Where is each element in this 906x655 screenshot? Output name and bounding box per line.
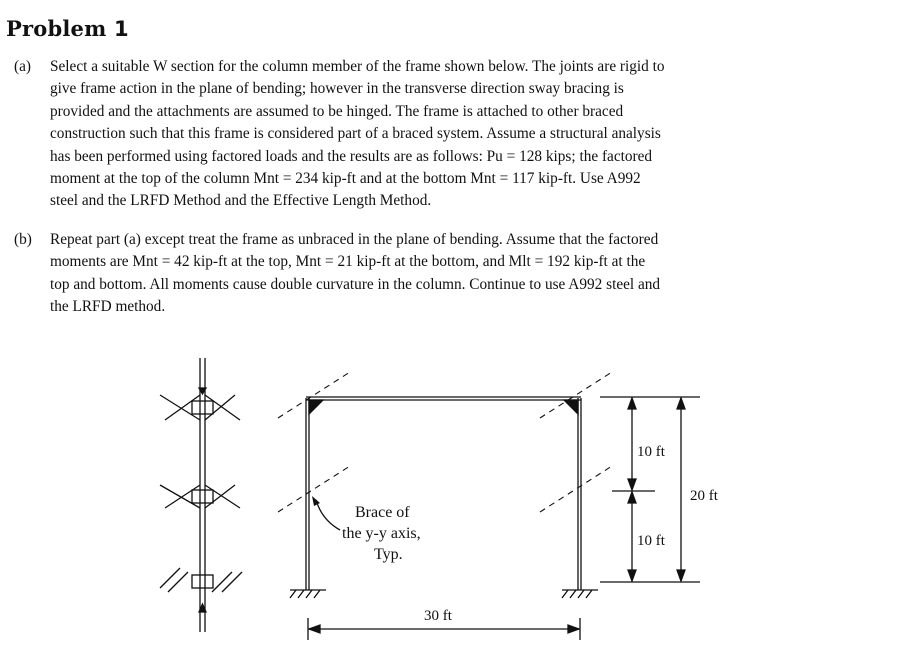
part-a-label: (a) xyxy=(14,58,31,75)
right-support xyxy=(561,589,598,599)
part-a-line-5: has been performed using factored loads … xyxy=(50,147,653,165)
part-b: (b) Repeat part (a) except treat the fra… xyxy=(14,229,890,319)
part-a-body: Select a suitable W section for the colu… xyxy=(14,56,890,213)
part-a-line-3: provided and the attachments are assumed… xyxy=(50,102,624,120)
part-a: (a) Select a suitable W section for the … xyxy=(14,56,890,213)
brace-label-line-2: the y-y axis, xyxy=(342,525,421,542)
frame-brace-lines xyxy=(277,371,613,513)
span-dimension xyxy=(307,618,581,640)
problem-number: 1 xyxy=(114,17,129,41)
side-brace-bottom xyxy=(159,567,243,593)
part-b-line-3: top and bottom. All moments cause double… xyxy=(50,275,661,293)
portal-frame xyxy=(305,396,582,590)
upper-height-label: 10 ft xyxy=(637,444,666,460)
left-support xyxy=(289,589,326,599)
part-a-line-7: steel and the LRFD Method and the Effect… xyxy=(50,192,432,210)
problem-title-word: Problem xyxy=(6,16,107,41)
part-a-line-6: moment at the top of the column Mnt = 23… xyxy=(50,170,641,188)
span-label: 30 ft xyxy=(424,608,453,624)
part-b-line-2: moments are Mnt = 42 kip-ft at the top, … xyxy=(50,253,646,271)
side-brace-top xyxy=(159,394,241,421)
part-b-label: (b) xyxy=(14,231,32,248)
part-a-line-4: construction such that this frame is con… xyxy=(50,125,661,143)
total-height-label: 20 ft xyxy=(690,488,719,504)
lower-height-label: 10 ft xyxy=(637,533,666,549)
brace-label-line-3: Typ. xyxy=(374,546,403,563)
side-brace-middle xyxy=(159,484,241,509)
part-b-line-4: the LRFD method. xyxy=(50,298,166,316)
part-a-line-2: give frame action in the plane of bendin… xyxy=(50,80,624,98)
part-b-body: Repeat part (a) except treat the frame a… xyxy=(14,229,890,319)
brace-leader xyxy=(315,499,341,531)
problem-title: Problem 1 xyxy=(6,16,129,41)
brace-label-line-1: Brace of xyxy=(355,504,410,521)
height-dimensions xyxy=(600,396,700,583)
part-b-line-1: Repeat part (a) except treat the frame a… xyxy=(50,231,659,248)
part-a-line-1: Select a suitable W section for the colu… xyxy=(50,58,665,75)
side-view-column xyxy=(159,358,243,632)
